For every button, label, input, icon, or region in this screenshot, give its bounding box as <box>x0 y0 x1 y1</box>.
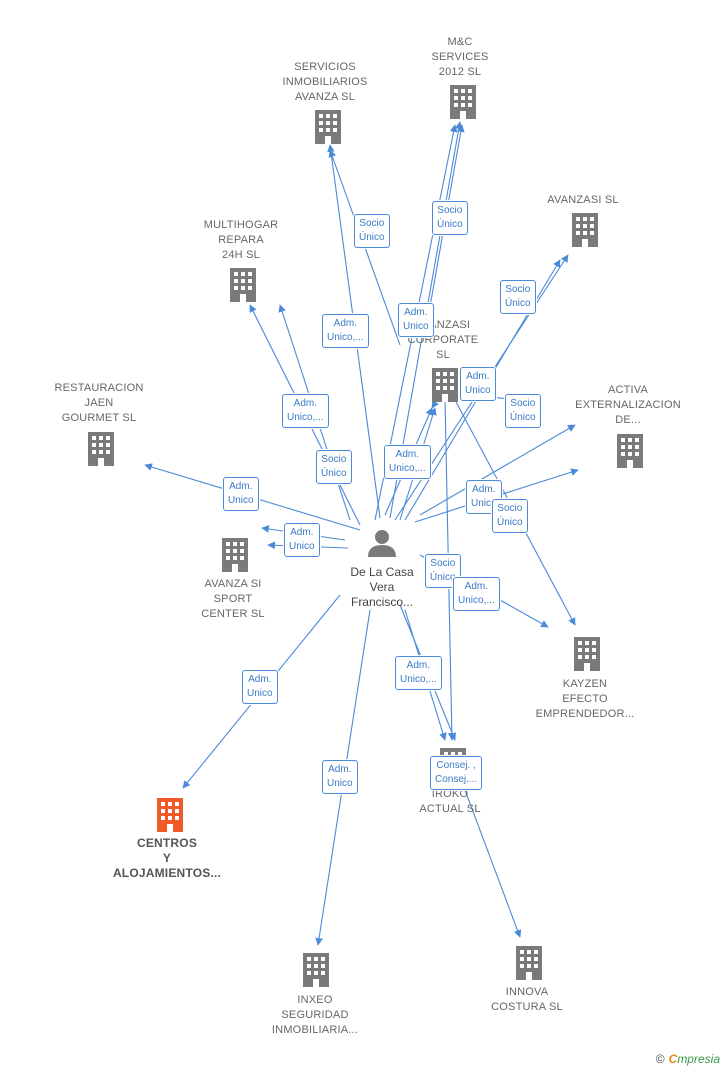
relationship-label[interactable]: Adm. Unico <box>242 670 278 704</box>
relationship-label[interactable]: Adm. Unico,... <box>322 314 369 348</box>
relationship-label[interactable]: Adm. Unico <box>466 480 502 514</box>
company-building-icon[interactable] <box>315 110 341 144</box>
company-label-avanzasi_corp[interactable]: AVANZASI CORPORATE SL <box>407 319 479 361</box>
relationship-label[interactable]: Socio Único <box>316 450 352 484</box>
relationship-label[interactable]: Adm. Unico,... <box>453 577 500 611</box>
brand-footer: ©Cmpresia <box>656 1052 720 1066</box>
company-building-icon[interactable] <box>88 432 114 466</box>
relationship-label[interactable]: Socio Único <box>492 499 528 533</box>
relationship-label[interactable]: Socio Único <box>500 280 536 314</box>
relationship-label[interactable]: Adm. Unico,... <box>384 445 431 479</box>
company-building-icon[interactable] <box>303 953 329 987</box>
company-label-restauracion[interactable]: RESTAURACION JAEN GOURMET SL <box>54 382 144 424</box>
company-building-icon[interactable] <box>516 946 542 980</box>
copyright-icon: © <box>655 1052 665 1066</box>
highlighted-company-icon[interactable] <box>157 798 183 832</box>
company-label-innova[interactable]: INNOVA COSTURA SL <box>491 986 563 1013</box>
company-label-servicios[interactable]: SERVICIOS INMOBILIARIOS AVANZA SL <box>282 61 368 103</box>
relationship-label[interactable]: Adm. Unico <box>322 760 358 794</box>
relationship-label[interactable]: Adm. Unico,... <box>395 656 442 690</box>
company-label-kayzen[interactable]: KAYZEN EFECTO EMPRENDEDOR... <box>535 678 635 720</box>
brand-logo-text: mpresia <box>677 1052 720 1066</box>
company-building-icon[interactable] <box>617 434 643 468</box>
relationship-label[interactable]: Adm. Unico <box>398 303 434 337</box>
company-label-inxeo[interactable]: INXEO SEGURIDAD INMOBILIARIA... <box>271 994 359 1036</box>
company-label-avanzasi[interactable]: AVANZASI SL <box>547 194 619 206</box>
relationship-label[interactable]: Socio Único <box>432 201 468 235</box>
company-building-icon[interactable] <box>572 213 598 247</box>
company-label-avanza_sport[interactable]: AVANZA SI SPORT CENTER SL <box>201 578 265 620</box>
company-building-icon[interactable] <box>574 637 600 671</box>
relationship-label[interactable]: Adm. Unico,... <box>282 394 329 428</box>
company-label-centros[interactable]: CENTROS Y ALOJAMIENTOS... <box>112 836 222 880</box>
person-icon[interactable] <box>368 530 396 557</box>
company-label-iroko[interactable]: IROKO ACTUAL SL <box>419 788 481 815</box>
relationship-label[interactable]: Socio Único <box>354 214 390 248</box>
relationship-label[interactable]: Adm. Unico <box>223 477 259 511</box>
relationship-edge <box>419 424 576 516</box>
company-building-icon[interactable] <box>432 368 458 402</box>
company-label-activa[interactable]: ACTIVA EXTERNALIZACION DE... <box>575 384 681 426</box>
company-building-icon[interactable] <box>450 85 476 119</box>
company-label-multihogar[interactable]: MULTIHOGAR REPARA 24H SL <box>203 219 279 261</box>
relationship-label[interactable]: Socio Único <box>505 394 541 428</box>
relationship-label[interactable]: Consej. , Consej.... <box>430 756 483 790</box>
company-building-icon[interactable] <box>230 268 256 302</box>
company-label-mc[interactable]: M&C SERVICES 2012 SL <box>431 36 489 78</box>
person-label[interactable]: De La Casa Vera Francisco... <box>350 565 414 609</box>
brand-logo-initial: C <box>668 1052 678 1066</box>
relationship-label[interactable]: Adm. Unico <box>460 367 496 401</box>
relationship-label[interactable]: Adm. Unico <box>284 523 320 557</box>
company-building-icon[interactable] <box>222 538 248 572</box>
